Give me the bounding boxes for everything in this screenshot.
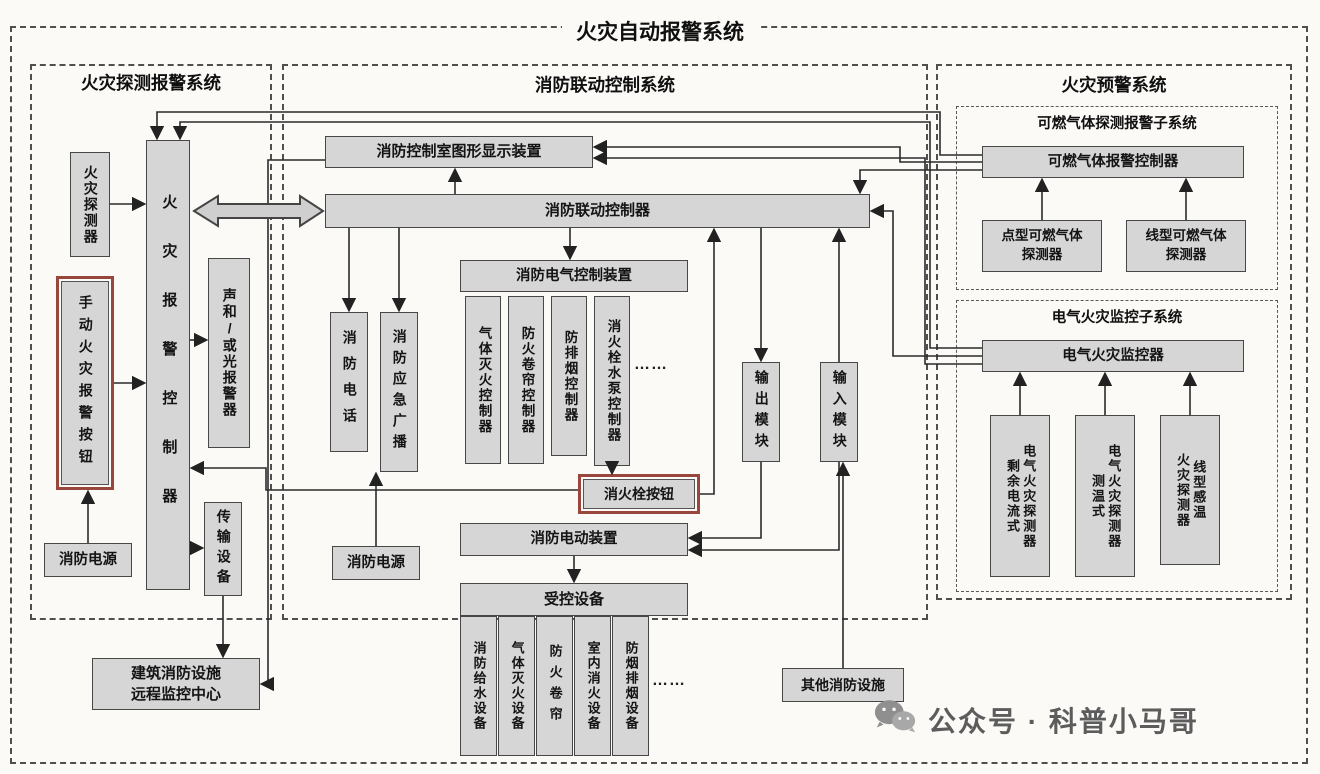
ellipsis-equipment: ……	[652, 672, 686, 689]
output-module-box: 输出模块	[742, 362, 780, 462]
fire-power-left-box: 消防电源	[44, 543, 132, 577]
residual-current-detector-box: 电气火灾探测器 剩余电流式	[990, 415, 1050, 577]
point-gas-detector-box: 点型可燃气体 探测器	[982, 220, 1102, 272]
equipment-smoke-exhaust-box: 防烟排烟设备	[612, 616, 649, 756]
remote-center-box: 建筑消防设施 远程监控中心	[92, 658, 260, 710]
hydrant-pump-ctrl-box: 消火栓水泵控制器	[594, 296, 630, 466]
watermark-text: 公众号 · 科普小马哥	[928, 705, 1199, 737]
fire-power-mid-box: 消防电源	[332, 546, 420, 580]
hydrant-button-label: 消火栓按钮	[583, 479, 695, 509]
equipment-water-box: 消防给水设备	[460, 616, 497, 756]
ellipsis-controllers: ……	[634, 356, 668, 373]
input-module-box: 输入模块	[820, 362, 858, 462]
line-heat-detector-box: 线型感温 火灾探测器	[1160, 415, 1220, 565]
gas-alarm-controller-box: 可燃气体报警控制器	[982, 146, 1244, 178]
equipment-shutter-box: 防火卷帘	[536, 616, 573, 756]
gas-subsystem-title: 可燃气体探测报警子系统	[1037, 116, 1197, 132]
fire-alarm-controller-box: 火灾报警控制器	[146, 140, 190, 590]
smoke-ctrl-box: 防排烟控制器	[551, 296, 587, 456]
detection-title: 火灾探测报警系统	[81, 73, 221, 93]
manual-alarm-button-box: 手动火灾报警按钮	[56, 276, 114, 490]
elec-control-device-box: 消防电气控制装置	[460, 260, 688, 292]
other-facilities-box: 其他消防设施	[782, 668, 904, 702]
linkage-controller-box: 消防联动控制器	[325, 194, 870, 228]
controlled-equipment-box: 受控设备	[460, 583, 688, 616]
wechat-icon	[872, 697, 918, 742]
equipment-gas-box: 气体灭火设备	[498, 616, 535, 756]
elec-fire-monitor-box: 电气火灾监控器	[982, 340, 1244, 372]
manual-alarm-button-label: 手动火灾报警按钮	[61, 281, 109, 485]
gas-extinguish-ctrl-box: 气体灭火控制器	[465, 296, 501, 464]
electric-device-box: 消防电动装置	[460, 523, 688, 556]
broadcast-box: 消防应急广播	[380, 312, 418, 472]
line-gas-detector-box: 线型可燃气体 探测器	[1126, 220, 1246, 272]
elec-subsystem-title: 电气火灾监控子系统	[1051, 310, 1183, 326]
transmission-box: 传输设备	[204, 502, 242, 596]
diagram-title: 火灾自动报警系统	[562, 14, 758, 48]
temp-detector-box: 电气火灾探测器 测温式	[1075, 415, 1135, 577]
warning-title: 火灾预警系统	[1061, 75, 1167, 95]
shutter-ctrl-box: 防火卷帘控制器	[508, 296, 544, 464]
linkage-title: 消防联动控制系统	[535, 75, 675, 95]
graphic-display-box: 消防控制室图形显示装置	[325, 136, 593, 168]
equipment-indoor-hydrant-box: 室内消火设备	[574, 616, 611, 756]
watermark: 公众号 · 科普小马哥	[872, 697, 1199, 742]
fire-detector-box: 火灾探测器	[70, 152, 110, 257]
sound-light-alarm-box: 声和/或光报警器	[208, 258, 250, 448]
fire-phone-box: 消防电话	[330, 312, 368, 452]
hydrant-button-box: 消火栓按钮	[578, 474, 700, 514]
elec-subsystem-frame	[956, 300, 1278, 592]
